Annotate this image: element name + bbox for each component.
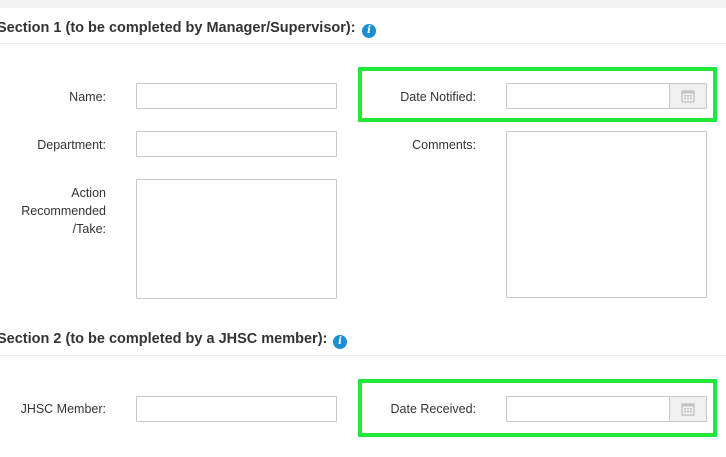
calendar-icon bbox=[681, 90, 695, 103]
section-2-divider bbox=[0, 355, 726, 356]
section-1-title: Section 1 (to be completed by Manager/Su… bbox=[0, 20, 356, 36]
action-label-line-1: Action bbox=[71, 186, 106, 200]
action-recommended-label: Action Recommended /Take: bbox=[21, 184, 106, 238]
name-input[interactable] bbox=[136, 83, 337, 109]
date-notified-highlight bbox=[358, 67, 717, 122]
date-received-input[interactable] bbox=[506, 396, 707, 422]
name-label: Name: bbox=[69, 90, 106, 104]
info-icon[interactable]: i bbox=[362, 24, 376, 38]
date-notified-input[interactable] bbox=[506, 83, 707, 109]
calendar-icon bbox=[681, 403, 695, 416]
comments-textarea[interactable] bbox=[506, 131, 707, 298]
action-recommended-textarea[interactable] bbox=[136, 179, 337, 299]
section-1-divider bbox=[0, 43, 726, 44]
action-label-line-2: Recommended bbox=[21, 204, 106, 218]
date-received-label: Date Received: bbox=[390, 402, 476, 416]
jhsc-member-input[interactable] bbox=[136, 396, 337, 422]
action-label-line-3: /Take: bbox=[72, 222, 106, 236]
info-icon[interactable]: i bbox=[333, 335, 347, 349]
comments-label: Comments: bbox=[412, 138, 476, 152]
section-2-title: Section 2 (to be completed by a JHSC mem… bbox=[0, 331, 328, 347]
department-label: Department: bbox=[37, 138, 106, 152]
date-notified-label: Date Notified: bbox=[400, 90, 476, 104]
date-received-calendar-button[interactable] bbox=[669, 396, 707, 422]
jhsc-member-label: JHSC Member: bbox=[20, 402, 106, 416]
date-notified-calendar-button[interactable] bbox=[669, 83, 707, 109]
top-bar bbox=[0, 0, 726, 8]
date-received-highlight bbox=[358, 379, 717, 437]
department-input[interactable] bbox=[136, 131, 337, 157]
